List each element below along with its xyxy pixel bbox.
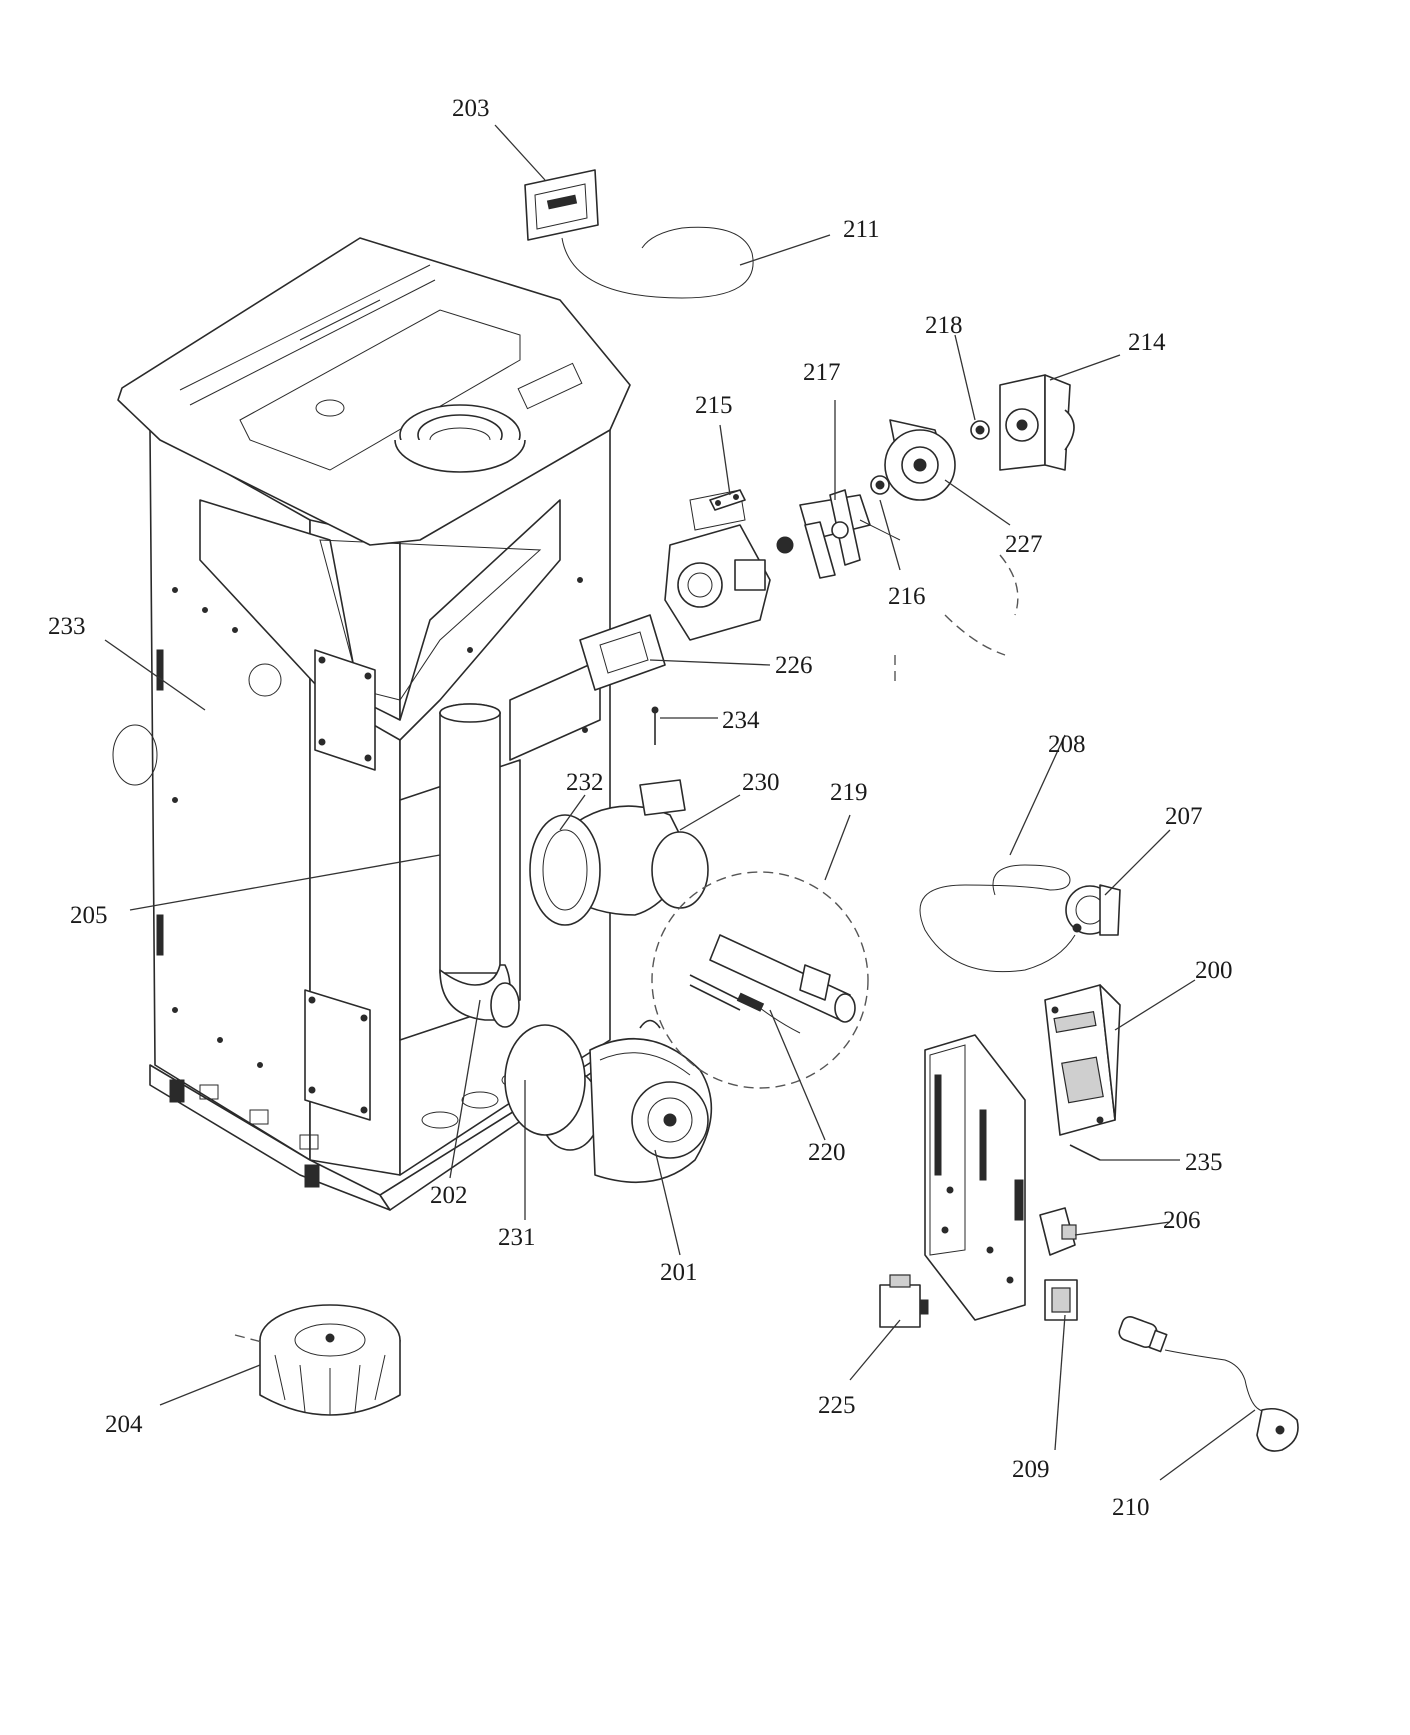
callout-233: 233	[48, 613, 86, 640]
callout-205: 205	[70, 902, 108, 929]
callout-226: 226	[775, 652, 813, 679]
terminal-block	[1039, 1207, 1077, 1256]
callout-230: 230	[742, 769, 780, 796]
callout-231: 231	[498, 1224, 536, 1251]
callout-220: 220	[808, 1139, 846, 1166]
motor-bushing	[970, 420, 990, 440]
callout-207: 207	[1165, 803, 1203, 830]
power-cord	[1118, 1316, 1299, 1452]
auger-flange	[884, 419, 956, 501]
pressure-tube	[919, 864, 1076, 973]
callout-214: 214	[1128, 329, 1166, 356]
convection-fan	[234, 1304, 401, 1416]
callout-208: 208	[1048, 731, 1086, 758]
display-cable	[561, 226, 754, 299]
pressure-switch	[1065, 884, 1121, 936]
relay-module	[879, 1274, 929, 1328]
callout-204: 204	[105, 1411, 143, 1438]
gasket-plate	[579, 614, 666, 691]
callout-201: 201	[660, 1259, 698, 1286]
flue-pipe	[439, 703, 520, 1028]
combustion-fan	[529, 779, 709, 926]
callout-217: 217	[803, 359, 841, 386]
top-cover	[117, 237, 631, 546]
callout-200: 200	[1195, 957, 1233, 984]
callout-219: 219	[830, 779, 868, 806]
callout-227: 227	[1005, 531, 1043, 558]
exhaust-fan	[539, 1019, 713, 1184]
feed-housing	[664, 489, 794, 641]
screw	[1069, 1144, 1101, 1161]
rocker-switch	[1044, 1279, 1078, 1321]
callout-206: 206	[1163, 1207, 1201, 1234]
callout-210: 210	[1112, 1494, 1150, 1521]
callout-218: 218	[925, 312, 963, 339]
control-board	[1044, 984, 1121, 1136]
control-display	[524, 169, 599, 241]
leader-lines	[104, 124, 1256, 1481]
callout-209: 209	[1012, 1456, 1050, 1483]
guide-dash	[944, 614, 1006, 656]
callout-215: 215	[695, 392, 733, 419]
auger-bearing	[870, 475, 890, 495]
callout-203: 203	[452, 95, 490, 122]
detail-circle	[651, 871, 869, 1089]
gear-motor	[999, 374, 1075, 471]
exhaust-gasket	[504, 1024, 586, 1136]
electrical-bracket	[924, 1034, 1026, 1321]
auger-impeller	[799, 489, 901, 579]
callout-232: 232	[566, 769, 604, 796]
callout-211: 211	[843, 216, 880, 243]
feed-bracket	[709, 489, 746, 511]
callout-216: 216	[888, 583, 926, 610]
callout-225: 225	[818, 1392, 856, 1419]
callout-234: 234	[722, 707, 760, 734]
callout-202: 202	[430, 1182, 468, 1209]
callout-235: 235	[1185, 1149, 1223, 1176]
callouts: 203 211 218 214 217 215 227 216 233 226 …	[48, 95, 1233, 1521]
screw-pin	[651, 706, 659, 745]
guide-dash	[999, 554, 1019, 616]
